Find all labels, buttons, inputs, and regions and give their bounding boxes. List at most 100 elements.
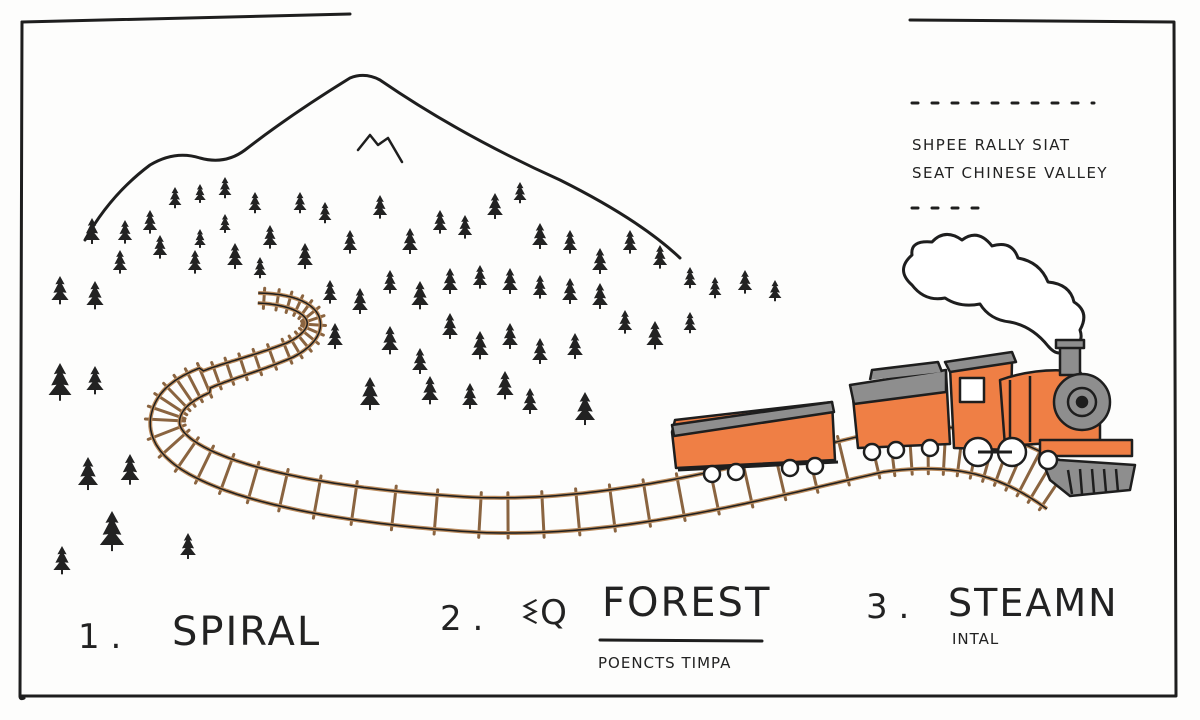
pine-tree-icon <box>622 230 638 254</box>
pine-tree-icon <box>342 230 358 254</box>
caption-2-subtitle: POENCTS TIMPA <box>598 654 731 672</box>
pine-tree-icon <box>194 229 206 248</box>
pine-tree-icon <box>683 267 697 289</box>
pine-tree-icon <box>180 533 196 559</box>
pine-tree-icon <box>318 202 332 224</box>
pine-tree-icon <box>253 257 267 279</box>
pine-tree-icon <box>219 214 231 233</box>
pine-tree-icon <box>411 281 429 310</box>
pine-tree-icon <box>462 383 478 409</box>
pine-tree-icon <box>168 187 182 209</box>
pine-tree-icon <box>432 210 448 234</box>
train-car-rear <box>670 400 839 484</box>
pine-tree-icon <box>262 225 278 249</box>
pine-tree-icon <box>402 228 418 254</box>
track-tie <box>540 490 546 539</box>
track-tie <box>389 484 398 532</box>
pine-tree-icon <box>562 230 578 254</box>
pine-tree-icon <box>502 323 518 349</box>
pine-tree-icon <box>372 195 388 219</box>
pine-tree-icon <box>496 371 514 400</box>
pine-tree-icon <box>617 310 633 334</box>
pine-tree-icon <box>532 223 548 249</box>
pine-tree-icon <box>112 250 128 274</box>
pine-tree-icon <box>117 220 133 244</box>
pine-tree-icon <box>442 268 458 294</box>
track-tie <box>607 483 617 533</box>
pine-tree-icon <box>532 275 548 299</box>
pine-tree-icon <box>421 376 439 405</box>
track-tie <box>277 467 290 513</box>
pine-tree-icon <box>227 243 243 269</box>
pine-tree-icon <box>53 546 71 575</box>
pine-tree-icon <box>86 281 104 310</box>
pine-tree-icon <box>359 377 381 411</box>
pine-tree-icon <box>120 454 140 485</box>
pine-tree-icon <box>352 288 368 314</box>
track-tie <box>432 488 440 536</box>
caption-1-title: SPIRAL <box>172 609 321 655</box>
pine-tree-icon <box>412 348 428 374</box>
track-tie <box>1015 445 1044 498</box>
pine-tree-icon <box>683 312 697 334</box>
pine-tree-icon <box>187 250 203 274</box>
pine-tree-icon <box>152 235 168 259</box>
pine-tree-icon <box>532 338 548 364</box>
pine-tree-icon <box>322 280 338 304</box>
pine-tree-icon <box>77 457 99 491</box>
pine-tree-icon <box>513 182 527 204</box>
pine-tree-icon <box>248 192 262 214</box>
caption-2-number: 2 . <box>440 599 483 639</box>
pine-tree-icon <box>708 277 722 299</box>
caption-3-number: 3 . <box>866 587 909 627</box>
caption-item-1: 1 . SPIRAL <box>78 609 321 657</box>
pine-tree-icon <box>382 270 398 294</box>
pine-tree-icon <box>768 280 782 302</box>
pine-tree-icon <box>194 184 206 203</box>
pine-tree-icon <box>472 265 488 289</box>
note-line-1: SHPEE RALLY SIAT <box>912 136 1071 154</box>
pine-tree-icon <box>502 268 518 294</box>
caption-item-2: 2 . ꗨQ FOREST POENCTS TIMPA <box>440 580 771 672</box>
pine-tree-icon <box>51 276 69 305</box>
pine-tree-icon <box>218 177 232 199</box>
sketch-frame <box>18 12 1178 701</box>
pine-tree-icon <box>574 392 596 426</box>
caption-2-title: FOREST <box>602 580 771 626</box>
track-tie <box>245 460 261 505</box>
pine-tree-icon <box>471 331 489 360</box>
caption-1-number: 1 . <box>78 617 121 657</box>
pine-tree-icon <box>381 326 399 355</box>
mountain-outline <box>83 73 682 260</box>
pine-tree-icon <box>84 218 100 244</box>
pine-tree-icon <box>442 313 458 339</box>
pine-tree-icon <box>567 333 583 359</box>
note-dashes <box>910 101 1096 210</box>
pine-tree-icon <box>86 366 104 395</box>
forest-trees <box>48 177 782 575</box>
track-tie <box>574 487 582 537</box>
note-line-2: SEAT CHINESE VALLEY <box>912 164 1108 182</box>
train-tender <box>848 360 952 462</box>
pine-tree-icon <box>327 323 343 349</box>
track-tie <box>311 474 323 520</box>
track-tie <box>349 479 359 526</box>
caption-3-subtitle: INTAL <box>952 630 999 648</box>
track-tie <box>836 434 851 487</box>
track-tie <box>477 491 483 539</box>
pine-tree-icon <box>293 192 307 214</box>
pine-tree-icon <box>297 243 313 269</box>
locomotive-body <box>943 338 1137 498</box>
caption-2-prefix: ꗨQ <box>520 593 567 633</box>
track-tie <box>641 478 652 528</box>
caption-3-title: STEAMN <box>948 581 1119 625</box>
pine-tree-icon <box>652 245 668 269</box>
pine-tree-icon <box>48 363 72 401</box>
pine-tree-icon <box>646 321 664 350</box>
steam-locomotive-icon <box>670 338 1137 498</box>
smoke-cloud <box>902 233 1086 355</box>
caption-2-underline <box>598 638 764 643</box>
pine-tree-icon <box>592 283 608 309</box>
pine-tree-icon <box>142 210 158 234</box>
